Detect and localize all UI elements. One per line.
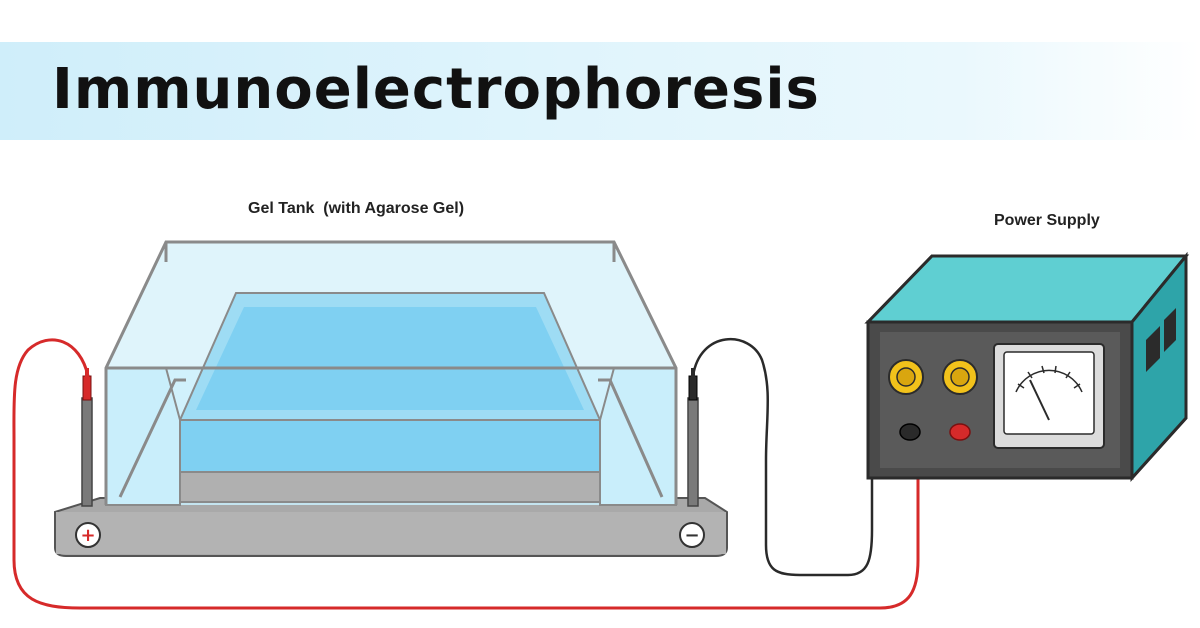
negative-electrode <box>687 368 699 507</box>
positive-wire <box>12 338 956 610</box>
negative-wire <box>691 338 906 577</box>
power-supply <box>864 251 1190 482</box>
plug-icon <box>899 423 971 441</box>
negative-terminal-icon: − <box>679 522 705 548</box>
title-banner <box>0 42 1200 140</box>
terminal-knob-icon <box>888 359 978 395</box>
positive-symbol: + <box>80 525 95 546</box>
agarose-gel <box>179 419 601 473</box>
positive-electrode <box>81 368 93 507</box>
positive-terminal-icon: + <box>75 522 101 548</box>
gel-tank-label: Gel Tank (with Agarose Gel) <box>248 200 465 217</box>
vent-icon <box>1146 308 1176 372</box>
negative-symbol: − <box>684 525 699 546</box>
power-supply-label: Power Supply <box>994 212 1100 229</box>
page-title: Immunoelectrophoresis <box>52 57 820 122</box>
tank-frame <box>104 240 678 505</box>
meter-gauge-icon <box>993 343 1105 449</box>
